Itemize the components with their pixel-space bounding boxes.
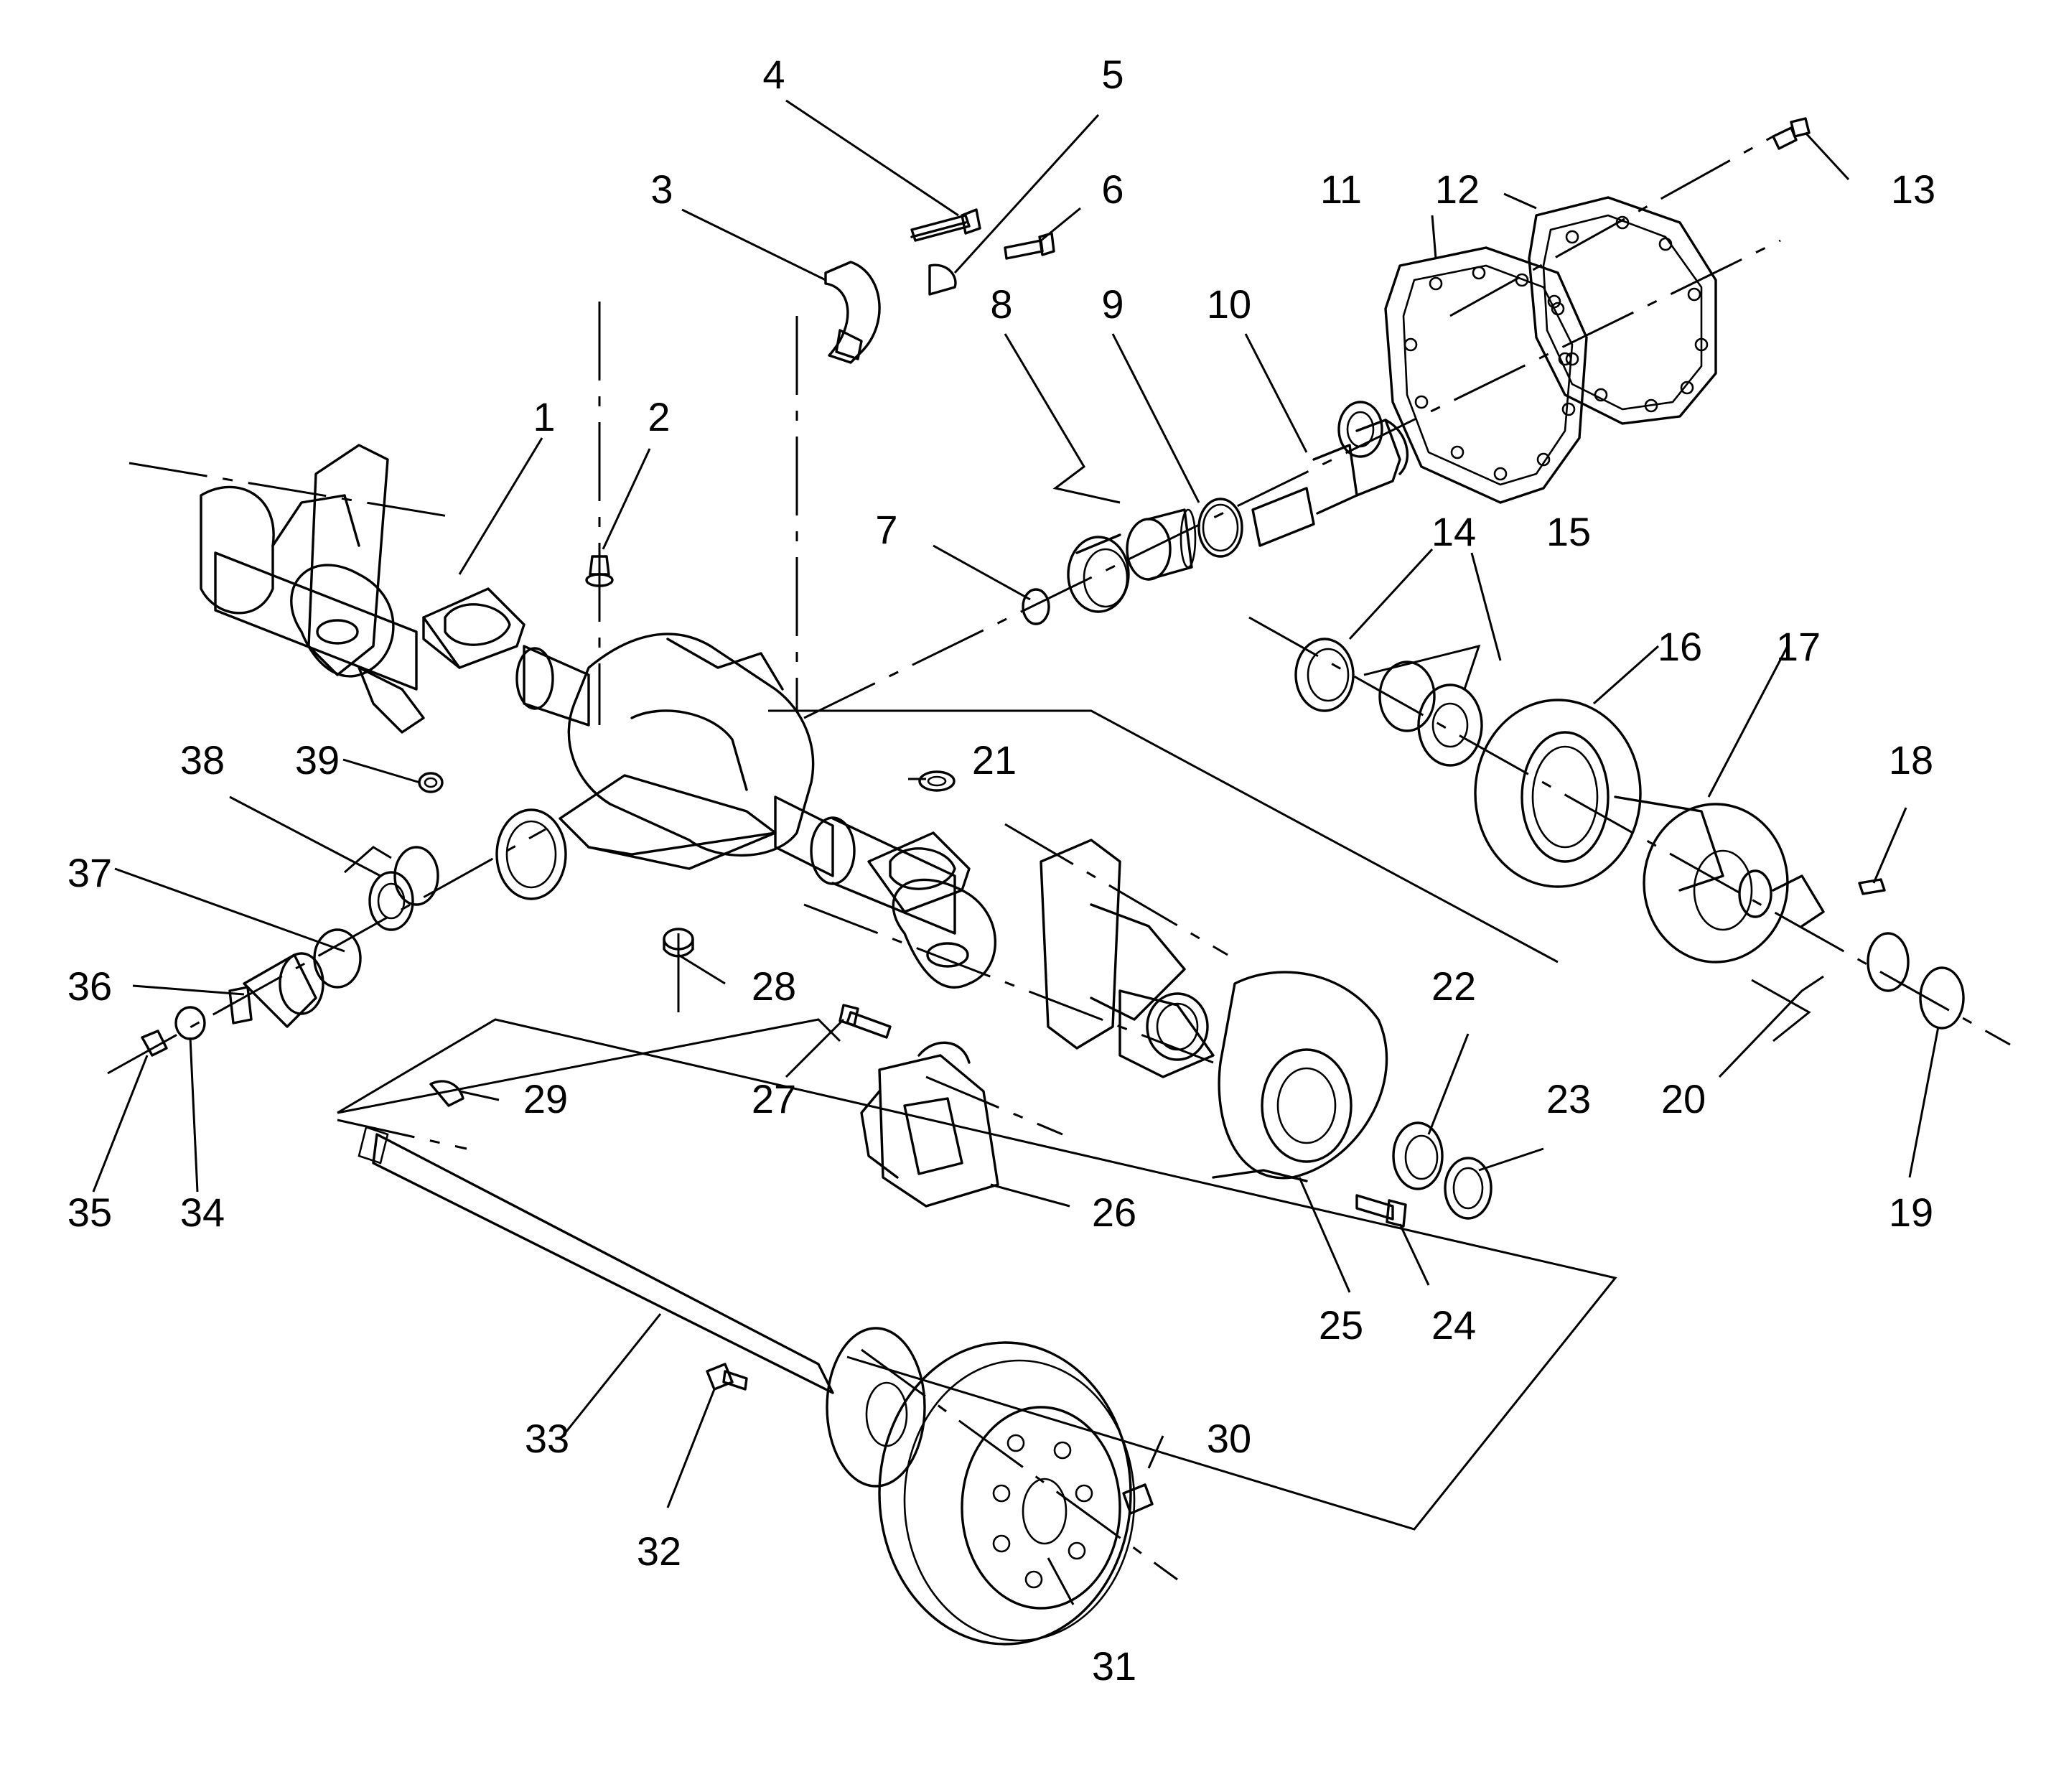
callout-29: 29 <box>523 1076 568 1121</box>
callout-20: 20 <box>1661 1076 1706 1121</box>
callout-37: 37 <box>67 850 112 895</box>
callout-22: 22 <box>1431 963 1476 1009</box>
caliper-assembly <box>839 1004 999 1208</box>
callout-2: 2 <box>648 394 670 439</box>
callout-18: 18 <box>1889 737 1933 783</box>
callout-23: 23 <box>1546 1076 1591 1121</box>
callout-34: 34 <box>180 1190 225 1235</box>
callout-28: 28 <box>752 963 796 1009</box>
bearing-cap-assembly <box>824 208 1055 364</box>
callout-27: 27 <box>752 1076 796 1121</box>
small-fittings <box>418 555 956 958</box>
callout-7: 7 <box>875 507 897 552</box>
callout-26: 26 <box>1092 1190 1136 1235</box>
callout-3: 3 <box>650 167 673 212</box>
callout-38: 38 <box>180 737 225 783</box>
callout-21: 21 <box>972 737 1017 783</box>
callout-14: 14 <box>1431 509 1476 554</box>
callout-32: 32 <box>637 1529 681 1574</box>
rotor-and-axle-shaft <box>358 1080 1154 1646</box>
callout-19: 19 <box>1889 1190 1933 1235</box>
callout-24: 24 <box>1431 1302 1476 1348</box>
callout-17: 17 <box>1776 624 1821 669</box>
callout-1: 1 <box>533 394 555 439</box>
callout-35: 35 <box>67 1190 112 1235</box>
axis-lines <box>107 135 2011 1581</box>
callout-10: 10 <box>1207 281 1251 327</box>
differential-parts <box>1294 638 1965 1030</box>
callout-9: 9 <box>1101 281 1124 327</box>
brake-backing-and-seals <box>1212 971 1493 1228</box>
callout-31: 31 <box>1092 1643 1136 1689</box>
callout-16: 16 <box>1658 624 1702 669</box>
pinion-parts <box>1022 401 1409 625</box>
cover-and-gasket <box>1384 117 1811 504</box>
callout-labels: 1 2 3 4 5 6 7 8 9 10 11 12 13 14 15 16 1… <box>67 52 1935 1689</box>
callout-33: 33 <box>525 1416 569 1461</box>
callout-30: 30 <box>1207 1416 1251 1461</box>
callout-13: 13 <box>1891 167 1935 212</box>
callout-11: 11 <box>1320 167 1362 212</box>
callout-15: 15 <box>1546 509 1591 554</box>
axle-housing <box>200 444 1215 1078</box>
leader-lines <box>92 99 1940 1605</box>
callout-5: 5 <box>1101 52 1124 97</box>
callout-39: 39 <box>295 737 340 783</box>
pinion-yoke-parts <box>141 846 439 1057</box>
callout-4: 4 <box>762 52 785 97</box>
callout-36: 36 <box>67 963 112 1009</box>
callout-12: 12 <box>1435 167 1480 212</box>
callout-8: 8 <box>990 281 1012 327</box>
callout-25: 25 <box>1319 1302 1363 1348</box>
callout-6: 6 <box>1101 167 1124 212</box>
